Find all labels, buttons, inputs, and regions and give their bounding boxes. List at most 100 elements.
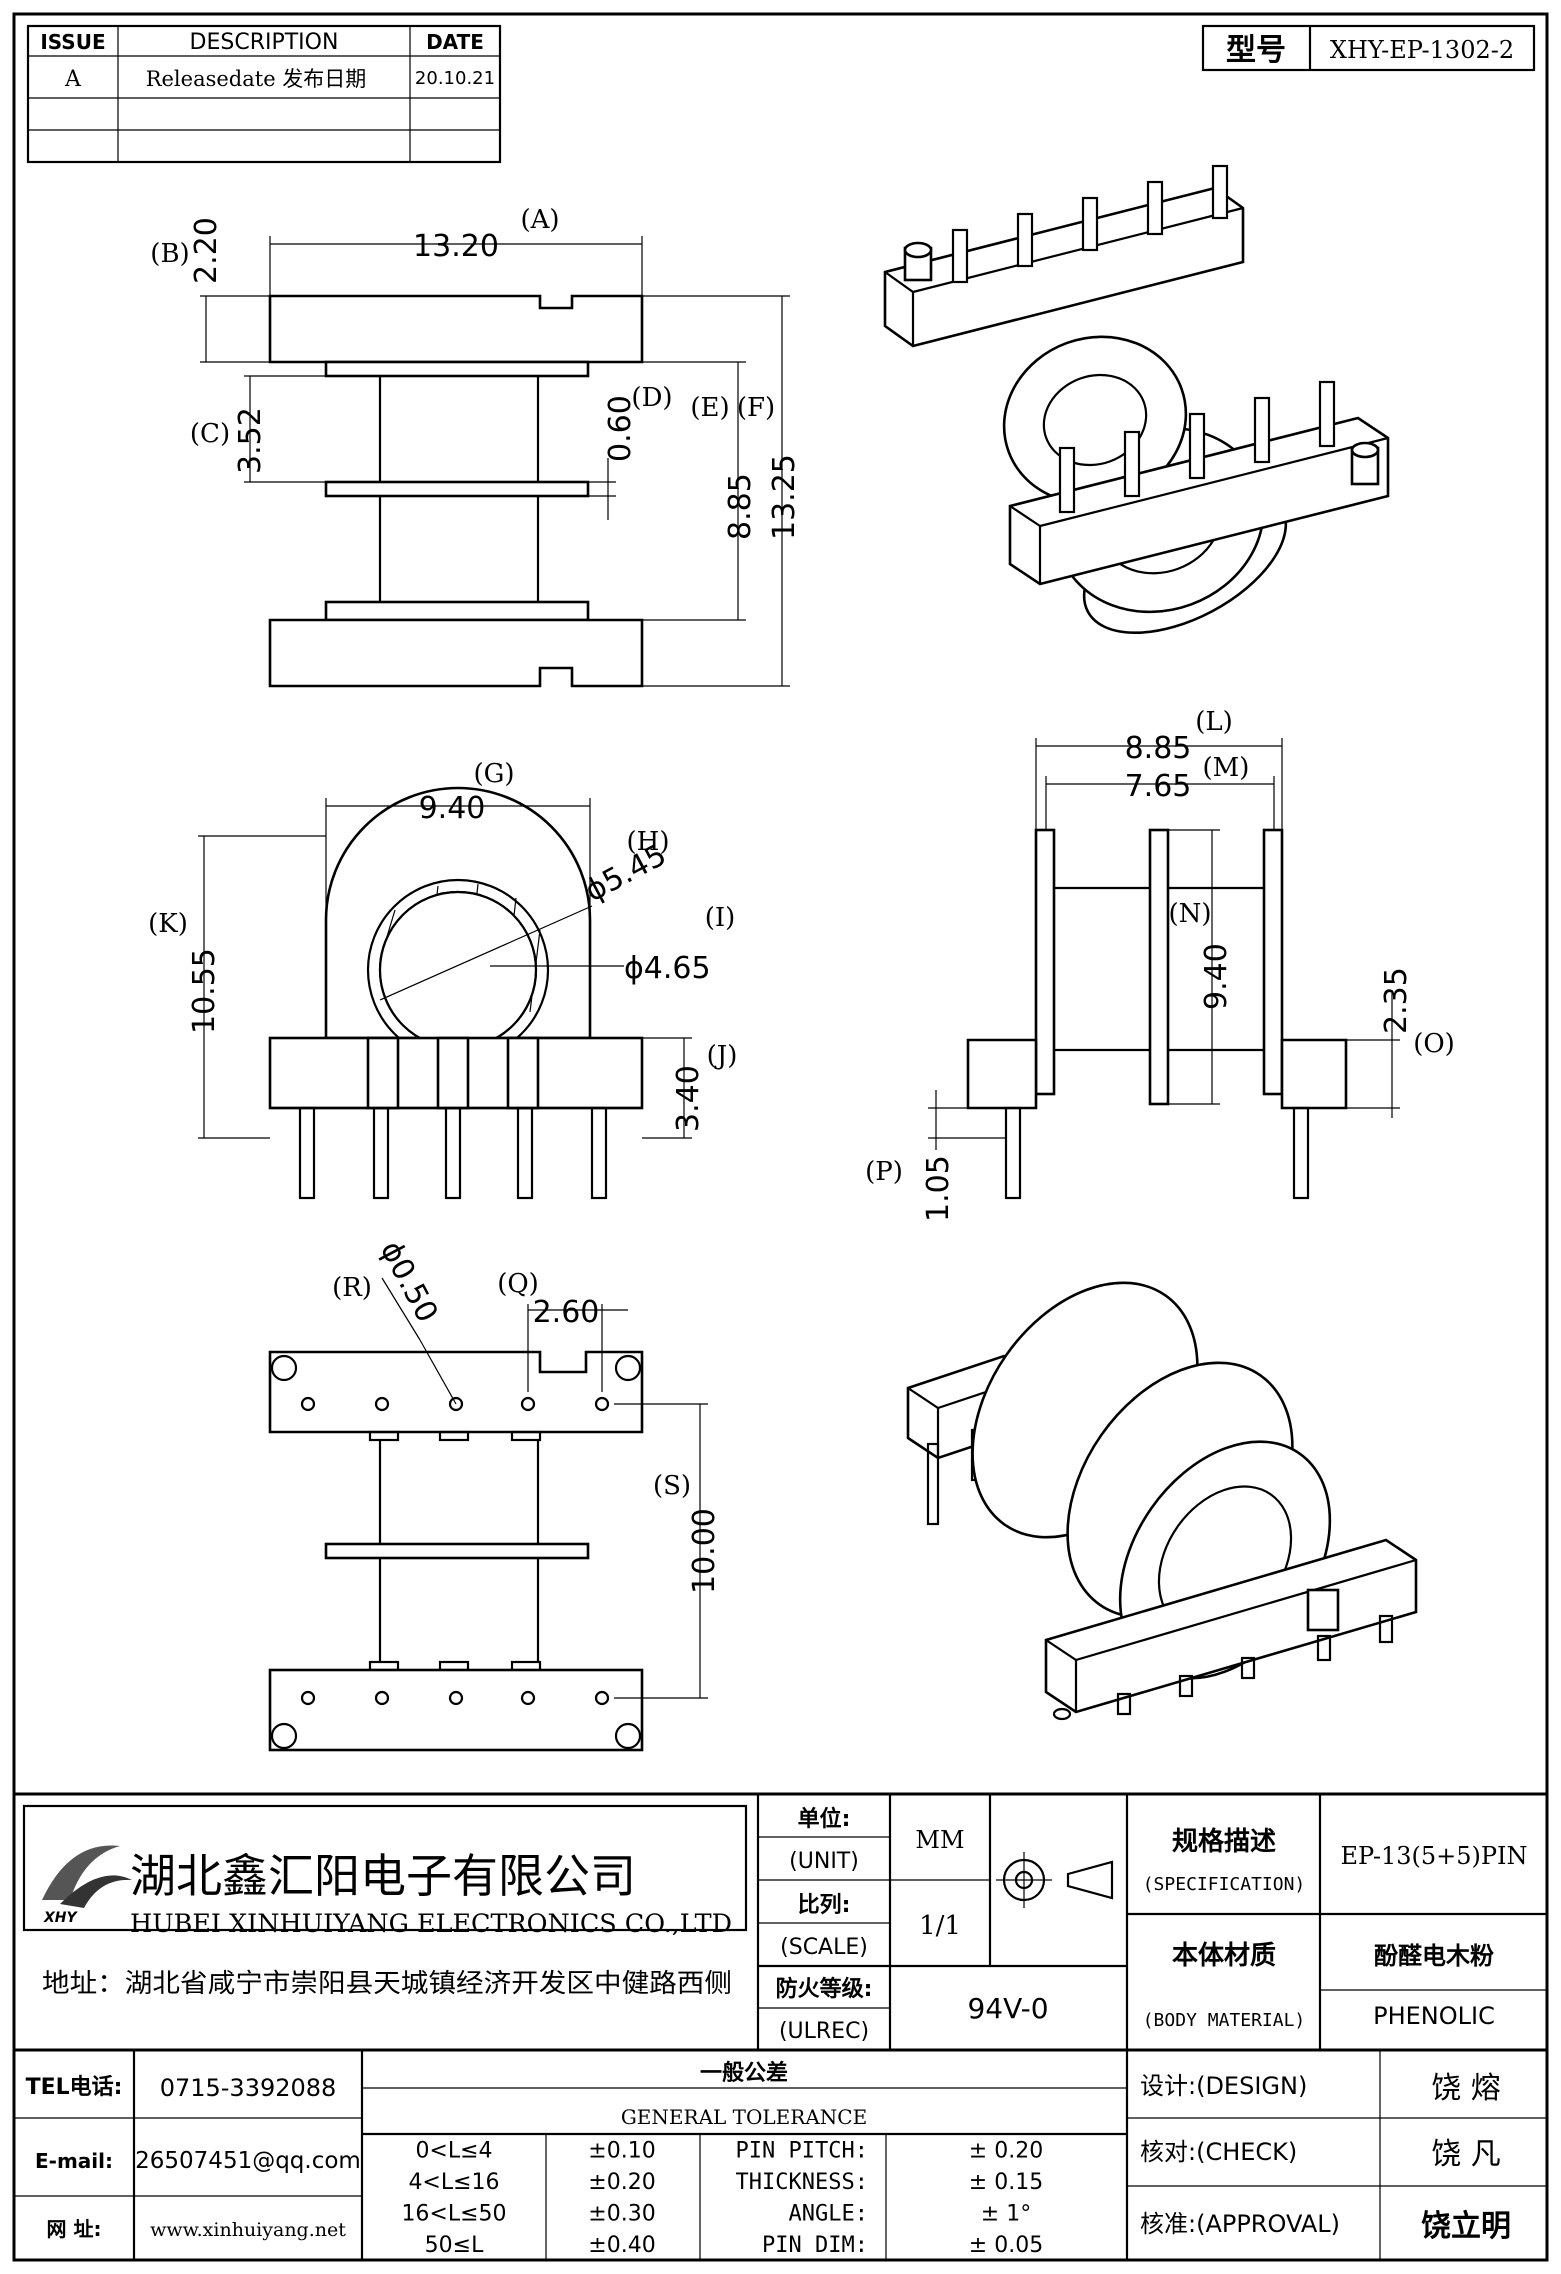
dim-M-value: 7.65	[1125, 769, 1192, 804]
company-name-cn: 湖北鑫汇阳电子有限公司	[130, 1849, 636, 1903]
dim-I-tag: (I)	[705, 903, 736, 933]
dim-N-tag: (N)	[1168, 899, 1211, 929]
isometric-view-top	[883, 164, 1390, 635]
approval-name: 饶立明	[1421, 2209, 1511, 2244]
bottom-view: ϕ0.50 (R) 2.60 (Q) 10.00 (S)	[268, 1235, 722, 1752]
isometric-view-bottom	[906, 1281, 1418, 1721]
material-value-en: PHENOLIC	[1373, 2002, 1495, 2030]
tolerance-item-name: PIN PITCH:	[736, 2139, 868, 2164]
dim-E-value: 8.85	[723, 473, 758, 540]
rev-header-date: DATE	[426, 30, 484, 54]
ulrec-label-cn: 防火等级:	[776, 1976, 873, 2002]
unit-label-en: (UNIT)	[789, 1849, 859, 1874]
tolerance-title-en: GENERAL TOLERANCE	[621, 2105, 867, 2129]
rev-header-description: DESCRIPTION	[190, 30, 339, 55]
title-block: XHY 湖北鑫汇阳电子有限公司 HUBEI XINHUIYANG ELECTRO…	[12, 1792, 1549, 2262]
end-view: 9.40 (G) ϕ5.45 (H) ϕ4.65 (I) 10.55 (K) 3…	[148, 759, 738, 1200]
front-view: 13.20 (A) 2.20 (B) 3.52 (C) 0.60 (D) 8.8…	[150, 205, 802, 688]
model-value: XHY-EP-1302-2	[1330, 36, 1514, 64]
material-label-cn: 本体材质	[1172, 1941, 1276, 1971]
tolerance-range: 0<L≤4	[415, 2139, 492, 2164]
dim-F-tag: (F)	[737, 393, 775, 423]
company-address: 地址：湖北省咸宁市崇阳县天城镇经济开发区中健路西侧	[42, 1969, 732, 1999]
dim-G-value: 9.40	[419, 791, 486, 826]
ulrec-label-en: (ULREC)	[779, 2019, 869, 2044]
side-view: 8.85 (L) 7.65 (M) 9.40 (N) 2.35 (O) 1.05…	[865, 707, 1455, 1222]
revision-table: ISSUE DESCRIPTION DATE A Releasedate 发布日…	[26, 24, 502, 164]
dim-P-tag: (P)	[865, 1157, 903, 1187]
dim-N-value: 9.40	[1199, 943, 1234, 1010]
spec-label-en: (SPECIFICATION)	[1143, 1874, 1306, 1895]
model-label: 型号	[1226, 33, 1286, 68]
tolerance-value: ±0.20	[588, 2170, 655, 2195]
tolerance-item-name: PIN DIM:	[762, 2233, 868, 2258]
scale-label-en: (SCALE)	[780, 1935, 868, 1960]
email-label: E-mail:	[35, 2149, 113, 2173]
dim-M-tag: (M)	[1203, 753, 1250, 783]
dim-D-value: 0.60	[603, 395, 638, 462]
unit-label-cn: 单位:	[798, 1806, 851, 1832]
dim-S-tag: (S)	[653, 1471, 691, 1501]
tolerance-item-name: THICKNESS:	[736, 2170, 868, 2195]
rev-row-date: 20.10.21	[415, 68, 495, 89]
ulrec-value: 94V-0	[967, 1992, 1048, 2025]
tolerance-range: 50≤L	[425, 2233, 484, 2258]
spec-label-cn: 规格描述	[1172, 1826, 1276, 1857]
company-logo: XHY	[42, 1845, 132, 1926]
dim-J-tag: (J)	[707, 1041, 738, 1071]
dim-O-tag: (O)	[1413, 1029, 1455, 1059]
company-name-en: HUBEI XINHUIYANG ELECTRONICS CO.,LTD	[130, 1909, 732, 1938]
tolerance-title-cn: 一般公差	[700, 2060, 788, 2086]
dim-F-value: 13.25	[767, 454, 802, 540]
logo-text: XHY	[43, 1910, 79, 1926]
tel-label: TEL电话:	[26, 2075, 123, 2100]
dim-C-tag: (C)	[190, 419, 230, 449]
rev-row-description: Releasedate 发布日期	[146, 67, 367, 91]
email-value: 26507451@qq.com	[135, 2148, 361, 2174]
dim-G-tag: (G)	[473, 759, 514, 789]
dim-B-tag: (B)	[150, 239, 189, 269]
dim-Q-tag: (Q)	[497, 1269, 539, 1299]
tolerance-item-value: ± 0.20	[969, 2139, 1043, 2164]
tolerance-item-value: ± 1°	[981, 2202, 1031, 2227]
unit-value: MM	[915, 1826, 964, 1854]
tolerance-item-name: ANGLE:	[789, 2202, 868, 2227]
tolerance-value: ±0.10	[588, 2139, 655, 2164]
projection-symbol-icon	[996, 1852, 1114, 1908]
check-name: 饶 凡	[1431, 2137, 1501, 2172]
web-value: www.xinhuiyang.net	[150, 2219, 346, 2241]
web-label: 网 址:	[47, 2217, 102, 2241]
dim-P-value: 1.05	[921, 1155, 956, 1222]
dim-J-value: 3.40	[671, 1065, 706, 1132]
dim-A-value: 13.20	[413, 229, 499, 264]
tel-value: 0715-3392088	[160, 2074, 337, 2102]
approval-label: 核准:(APPROVAL)	[1140, 2210, 1340, 2238]
check-label: 核对:(CHECK)	[1140, 2138, 1297, 2166]
material-value-cn: 酚醛电木粉	[1374, 1942, 1494, 1970]
dim-Q-value: 2.60	[533, 1295, 600, 1330]
dim-K-tag: (K)	[148, 909, 188, 939]
tolerance-range: 4<L≤16	[408, 2170, 499, 2195]
rev-row-issue: A	[64, 67, 82, 92]
dim-L-tag: (L)	[1195, 707, 1233, 737]
dim-E-tag: (E)	[690, 393, 729, 423]
tolerance-item-value: ± 0.15	[969, 2170, 1043, 2195]
rev-header-issue: ISSUE	[40, 30, 105, 54]
scale-label-cn: 比列:	[798, 1893, 851, 1918]
dim-I-value: ϕ4.65	[624, 951, 711, 986]
tolerance-rows: 0<L≤4 ±0.10 PIN PITCH: ± 0.20 4<L≤16 ±0.20 THI…	[401, 2139, 1043, 2259]
model-box: 型号 XHY-EP-1302-2	[1201, 24, 1536, 72]
dim-S-value: 10.00	[687, 1508, 722, 1594]
scale-value: 1/1	[919, 1911, 961, 1941]
material-label-en: (BODY MATERIAL)	[1143, 2010, 1306, 2031]
tolerance-value: ±0.40	[588, 2233, 655, 2258]
dim-K-value: 10.55	[187, 948, 222, 1034]
tolerance-value: ±0.30	[588, 2202, 655, 2227]
dim-O-value: 2.35	[1379, 967, 1414, 1034]
dim-R-tag: (R)	[332, 1273, 372, 1303]
dim-D-tag: (D)	[631, 383, 672, 413]
tolerance-item-value: ± 0.05	[969, 2233, 1043, 2258]
design-label: 设计:(DESIGN)	[1140, 2072, 1307, 2100]
dim-H-tag: (H)	[627, 827, 670, 857]
